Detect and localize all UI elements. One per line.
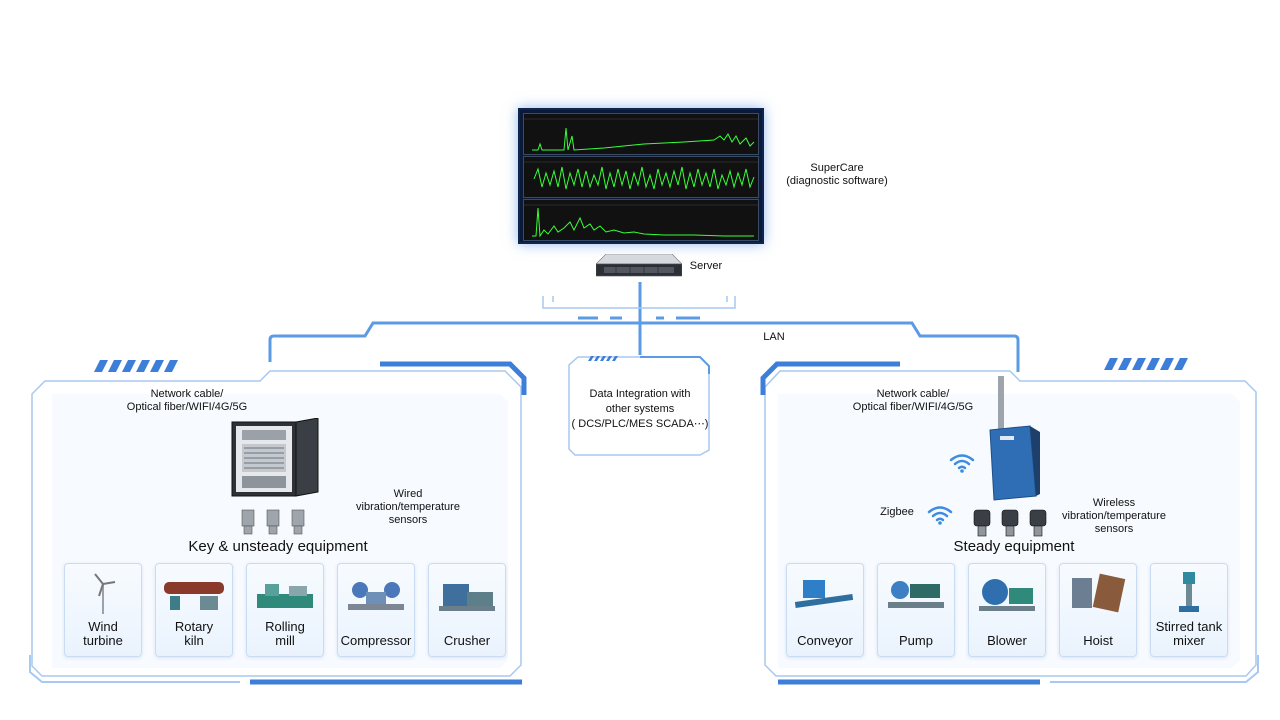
equipment-name: Compressor	[340, 633, 412, 648]
lan-label: LAN	[763, 331, 785, 343]
equipment-card-compressor: Compressor	[337, 563, 415, 657]
equipment-name: Blower	[987, 633, 1027, 648]
compressor-icon	[346, 572, 406, 614]
wired-sensors-line-2: vibration/temperature	[356, 501, 460, 513]
left-network-label: Network cable/ Optical fiber/WIFI/4G/5G	[112, 388, 262, 414]
equipment-name: Conveyor	[797, 633, 853, 648]
server-icon	[595, 253, 683, 278]
integration-line-1: Data Integration with	[589, 388, 691, 400]
right-network-label: Network cable/ Optical fiber/WIFI/4G/5G	[838, 388, 988, 414]
wired-sensors-line-3: sensors	[388, 514, 428, 526]
equipment-name: Pump	[899, 633, 933, 648]
equipment-card-conveyor: Conveyor	[786, 563, 864, 657]
integration-line-2: other systems	[605, 403, 675, 415]
wireless-sensors-label: Wireless vibration/temperature sensors	[1052, 497, 1176, 536]
wireless-gateway-icon	[986, 376, 1042, 502]
wired-sensors-line-1: Wired	[393, 488, 423, 500]
wind-turbine-icon	[73, 572, 133, 614]
software-label: SuperCare (diagnostic software)	[782, 162, 892, 188]
right-network-line-1: Network cable/	[876, 388, 950, 400]
wired-collector-cabinet-icon	[228, 417, 322, 500]
diagnostic-software-screen	[518, 108, 764, 244]
wireless-sensors-line-2: vibration/temperature	[1062, 510, 1166, 522]
wifi-icon	[926, 504, 954, 526]
right-network-line-2: Optical fiber/WIFI/4G/5G	[852, 401, 974, 413]
equipment-card-pump: Pump	[877, 563, 955, 657]
integration-text: Data Integration with other systems ( DC…	[570, 388, 710, 431]
spectrum-panel-2	[523, 199, 759, 241]
left-network-line-1: Network cable/	[150, 388, 224, 400]
rolling-mill-icon	[255, 572, 315, 614]
equipment-card-hoist: Hoist	[1059, 563, 1137, 657]
blower-icon	[977, 572, 1037, 614]
stirred-tank-mixer-icon	[1159, 572, 1219, 614]
server-label: Server	[689, 260, 723, 272]
equipment-name: Crusher	[443, 633, 491, 648]
wireless-sensors-line-3: sensors	[1094, 523, 1134, 535]
rotary-kiln-icon	[164, 572, 224, 614]
left-group-title: Key & unsteady equipment	[188, 538, 368, 555]
crusher-icon	[437, 572, 497, 614]
equipment-card-blower: Blower	[968, 563, 1046, 657]
wired-sensors-icon	[238, 508, 308, 536]
software-name: SuperCare	[810, 162, 864, 174]
wireless-sensors-line-1: Wireless	[1092, 497, 1136, 509]
equipment-card-crusher: Crusher	[428, 563, 506, 657]
spectrum-panel-1	[523, 113, 759, 155]
equipment-name: Hoist	[1083, 633, 1113, 648]
right-group-title: Steady equipment	[953, 538, 1075, 555]
wireless-sensors-icon	[970, 508, 1050, 540]
wired-sensors-label: Wired vibration/temperature sensors	[346, 488, 470, 527]
left-network-line-2: Optical fiber/WIFI/4G/5G	[126, 401, 248, 413]
pump-icon	[886, 572, 946, 614]
hoist-icon	[1068, 572, 1128, 614]
software-desc: (diagnostic software)	[786, 175, 888, 187]
conveyor-icon	[794, 572, 855, 614]
integration-line-3: ( DCS/PLC/MES SCADA⋯)	[571, 418, 709, 430]
zigbee-label: Zigbee	[880, 506, 914, 518]
wifi-icon	[948, 452, 976, 474]
waveform-panel	[523, 156, 759, 198]
